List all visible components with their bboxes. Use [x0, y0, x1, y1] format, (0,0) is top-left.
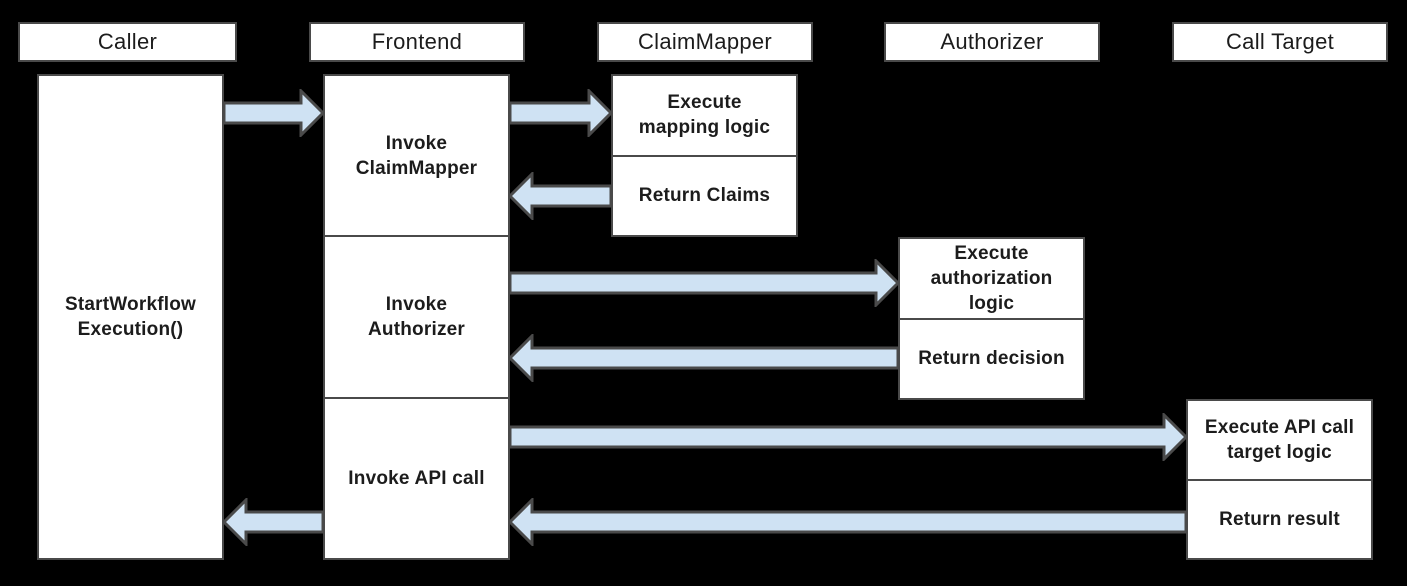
- activation-frontend: Invoke ClaimMapper Invoke Authorizer Inv…: [323, 74, 510, 560]
- arrow-caller-to-frontend: [222, 89, 325, 137]
- activation-claimmapper: Execute mapping logic Return Claims: [611, 74, 798, 237]
- step-return-claims: Return Claims: [613, 154, 796, 236]
- participant-label: ClaimMapper: [637, 29, 773, 54]
- arrow-frontend-to-claimmapper: [508, 89, 613, 137]
- arrow-frontend-to-calltarget: [508, 413, 1188, 461]
- participant-header-calltarget: Call Target: [1172, 22, 1388, 62]
- step-startworkflow-execution: StartWorkflow Execution(): [64, 293, 197, 340]
- step-return-result: Return result: [1188, 478, 1371, 559]
- participant-label: Caller: [97, 29, 158, 54]
- arrow-calltarget-to-frontend: [508, 498, 1188, 546]
- activation-calltarget: Execute API call target logic Return res…: [1186, 399, 1373, 560]
- step-execute-api-call-target-logic: Execute API call target logic: [1204, 416, 1355, 463]
- participant-header-caller: Caller: [18, 22, 237, 62]
- activation-caller: StartWorkflow Execution(): [37, 74, 224, 560]
- participant-header-authorizer: Authorizer: [884, 22, 1100, 62]
- step-execute-mapping-logic: Execute mapping logic: [638, 92, 771, 139]
- step-invoke-authorizer: Invoke Authorizer: [325, 235, 508, 396]
- arrow-authorizer-to-frontend: [508, 334, 900, 382]
- step-invoke-claimmapper: Invoke ClaimMapper: [355, 132, 478, 179]
- participant-label: Authorizer: [940, 29, 1044, 54]
- participant-header-claimmapper: ClaimMapper: [597, 22, 813, 62]
- activation-authorizer: Execute authorization logic Return decis…: [898, 237, 1085, 400]
- participant-label: Frontend: [371, 29, 463, 54]
- arrow-frontend-to-authorizer: [508, 259, 900, 307]
- arrow-claimmapper-to-frontend: [508, 172, 613, 220]
- step-invoke-api-call: Invoke API call: [325, 396, 508, 558]
- arrow-frontend-to-caller: [222, 498, 325, 546]
- step-execute-authorization-logic: Execute authorization logic: [930, 242, 1053, 314]
- participant-header-frontend: Frontend: [309, 22, 525, 62]
- participant-label: Call Target: [1225, 29, 1335, 54]
- step-return-decision: Return decision: [900, 317, 1083, 399]
